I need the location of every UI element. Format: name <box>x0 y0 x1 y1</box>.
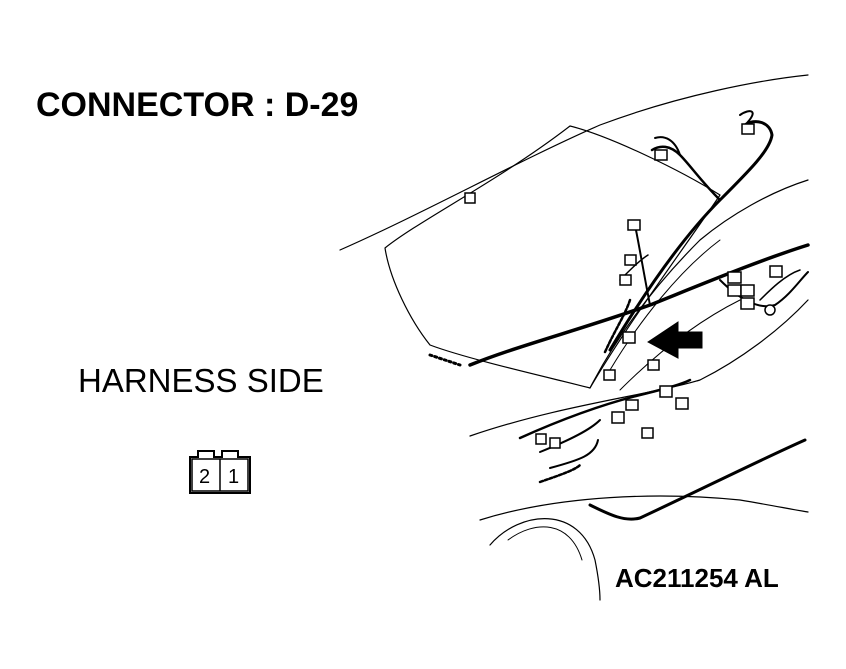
connector-face-icon: 2 1 <box>189 450 251 494</box>
pin-2-label: 2 <box>199 466 210 488</box>
figure-code: AC211254 AL <box>615 563 779 593</box>
pin-1-label: 1 <box>228 466 239 488</box>
floor-harness <box>588 438 807 521</box>
wheel-arch <box>489 518 601 601</box>
harness-side-label: HARNESS SIDE <box>78 362 324 399</box>
roof-outline <box>339 74 809 251</box>
dash-harness <box>518 378 692 440</box>
connector-title: CONNECTOR : D-29 <box>36 86 359 124</box>
windshield-outline <box>384 125 721 389</box>
location-arrow-icon <box>647 321 703 359</box>
